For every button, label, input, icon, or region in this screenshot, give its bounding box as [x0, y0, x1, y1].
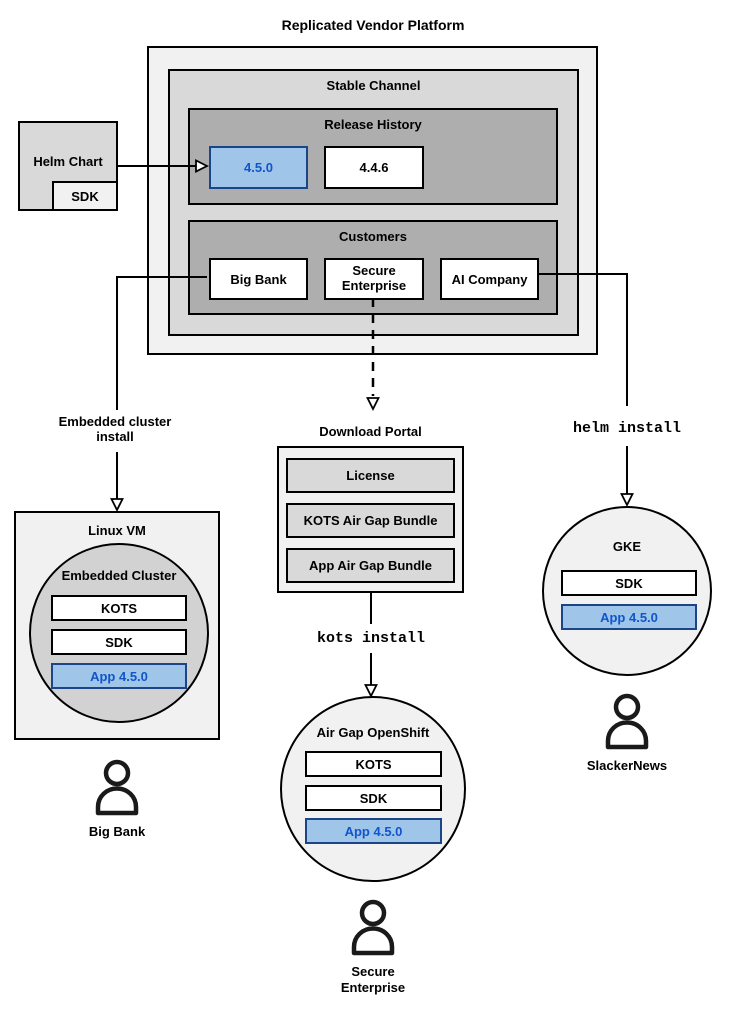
- app-version-box: App 4.5.0: [561, 604, 697, 630]
- sdk-box: SDK: [51, 629, 187, 655]
- air-gap-openshift-label: Air Gap OpenShift: [316, 725, 430, 740]
- kots-install-label: kots install: [316, 630, 426, 647]
- download-portal-label: Download Portal: [319, 424, 422, 439]
- helm-chart-box: Helm Chart SDK: [18, 121, 118, 211]
- person-icon: [95, 759, 139, 816]
- helm-chart-label: Helm Chart: [33, 154, 103, 169]
- persona-slackernews-label: SlackerNews: [586, 758, 668, 773]
- gke-circle: GKE SDK App 4.5.0: [542, 506, 712, 676]
- helm-chart-sdk-box: SDK: [52, 181, 118, 211]
- diagram-title: Replicated Vendor Platform: [281, 17, 465, 33]
- license-box: License: [286, 458, 455, 493]
- arrowhead-down-icon: [620, 493, 634, 508]
- sdk-box: SDK: [561, 570, 697, 596]
- stable-channel-label: Stable Channel: [326, 78, 421, 93]
- arrowhead-down-icon: [364, 684, 378, 699]
- customers-label: Customers: [339, 229, 407, 244]
- sdk-box: SDK: [305, 785, 442, 811]
- helm-install-label: helm install: [572, 420, 682, 437]
- kots-box: KOTS: [51, 595, 187, 621]
- linux-vm-label: Linux VM: [88, 523, 146, 538]
- app-version-box: App 4.5.0: [51, 663, 187, 689]
- customers-box: Customers Big Bank Secure Enterprise AI …: [188, 220, 558, 315]
- persona-big-bank: Big Bank: [57, 758, 177, 840]
- air-gap-openshift-circle: Air Gap OpenShift KOTS SDK App 4.5.0: [280, 696, 466, 882]
- app-version-box: App 4.5.0: [305, 818, 442, 844]
- release-450-box: 4.5.0: [209, 146, 308, 189]
- arrowhead-down-icon: [110, 498, 124, 513]
- release-history-label: Release History: [324, 117, 422, 132]
- persona-secure-enterprise: Secure Enterprise: [313, 898, 433, 995]
- embedded-cluster-label: Embedded Cluster: [61, 568, 177, 583]
- persona-slackernews: SlackerNews: [567, 692, 687, 774]
- embedded-cluster-circle: Embedded Cluster KOTS SDK App 4.5.0: [29, 543, 209, 723]
- release-446-box: 4.4.6: [324, 146, 424, 189]
- person-icon: [605, 693, 649, 750]
- kots-airgap-bundle-box: KOTS Air Gap Bundle: [286, 503, 455, 538]
- customer-secure-enterprise-box: Secure Enterprise: [324, 258, 424, 300]
- app-airgap-bundle-box: App Air Gap Bundle: [286, 548, 455, 583]
- customer-big-bank-box: Big Bank: [209, 258, 308, 300]
- release-history-box: Release History 4.5.0 4.4.6: [188, 108, 558, 205]
- arrowhead-down-icon: [366, 397, 380, 412]
- download-portal-box: License KOTS Air Gap Bundle App Air Gap …: [277, 446, 464, 593]
- embedded-install-label: Embedded cluster install: [58, 414, 172, 444]
- gke-label: GKE: [612, 539, 642, 554]
- persona-secure-enterprise-label: Secure Enterprise: [340, 964, 406, 995]
- person-icon: [351, 899, 395, 956]
- customer-ai-company-box: AI Company: [440, 258, 539, 300]
- linux-vm-box: Linux VM Embedded Cluster KOTS SDK App 4…: [14, 511, 220, 740]
- kots-box: KOTS: [305, 751, 442, 777]
- persona-big-bank-label: Big Bank: [88, 824, 146, 839]
